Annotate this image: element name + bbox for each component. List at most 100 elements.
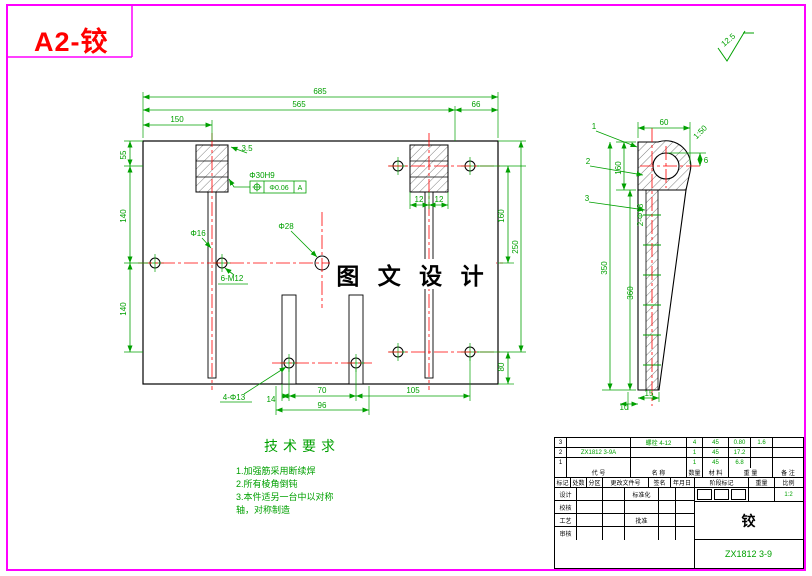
title-block-cell [676, 501, 693, 513]
dimension-label: 66 [472, 100, 481, 109]
dimension-lines-side [607, 125, 703, 407]
dimension-label: 55 [119, 150, 128, 159]
dimension-label: 70 [318, 386, 327, 395]
weight-value [749, 488, 775, 501]
technical-requirement-item: 3.本件适另一台中以对称 [236, 492, 334, 502]
title-block-cell [751, 448, 773, 457]
title-block-cell: 6.8 [729, 458, 751, 468]
dimension-label: 160 [497, 209, 506, 223]
dimension-label: Φ16 [190, 229, 206, 238]
scale-label: 比例 [782, 481, 795, 487]
title-block-cell [773, 438, 803, 447]
dimension-label: 60 [660, 118, 669, 127]
title-block-cell [659, 514, 676, 526]
title-block-cell: 签名 [649, 478, 671, 487]
title-block-cell [625, 527, 659, 540]
dimension-label: 2-Φ18 [636, 203, 645, 226]
title-block-cell [676, 527, 693, 540]
stage-mark-boxes [695, 488, 749, 501]
tolerance-value: Φ0.06 [269, 185, 288, 192]
title-block-cell: 审核 [555, 527, 577, 540]
head-section [637, 140, 692, 191]
dimension-label: 350 [600, 261, 609, 275]
title-block-cell: 重 量 [729, 468, 773, 477]
title-block-cell [577, 527, 603, 540]
title-block-cell: 2 [555, 448, 567, 457]
balloon-leaders [588, 130, 646, 212]
title-block-cell [631, 448, 687, 457]
extension-lines-front [124, 92, 526, 415]
title-block-cell: 备 注 [781, 471, 795, 477]
title-block-cell: 年月日 [672, 481, 691, 487]
title-block-cell: 设计 [555, 488, 577, 500]
title-block-cell [567, 438, 631, 447]
title-block-cell: 螺栓 4-12 [631, 438, 687, 447]
title-block-cell: 17.2 [729, 448, 751, 457]
title-block-cell: 处数 [571, 478, 587, 487]
page-title: A2-铰 [34, 27, 109, 57]
title-block-cell [555, 468, 567, 477]
revision-row: 标记处数分区更改文件号签名年月日 [555, 478, 694, 488]
dimension-label: 105 [406, 386, 420, 395]
dimension-label: 2 [586, 157, 591, 166]
title-block-cell [603, 488, 625, 500]
title-block-cell [625, 501, 659, 513]
dimension-label: 3.5 [241, 144, 253, 153]
title-block-cell [676, 514, 693, 526]
title-block-cell: 1 [555, 458, 567, 468]
stage-mark-label: 阶段标记 [695, 478, 749, 487]
title-block-cell [751, 458, 773, 468]
dimension-lines-front [127, 94, 524, 413]
dimension-label: 12 [415, 195, 424, 204]
technical-requirement-item: 2.所有棱角倒钝 [236, 479, 298, 489]
drawing-number: ZX1812 3-9 [724, 549, 773, 559]
title-block-cell: 4 [687, 438, 703, 447]
dimension-label: 3 [585, 194, 590, 203]
title-block-cell: 校核 [555, 501, 577, 513]
dimension-label: 4-Φ13 [223, 393, 246, 402]
weight-label: 重量 [749, 478, 775, 487]
title-block-cell: 更改文件号 [603, 478, 649, 487]
dimension-label: 96 [318, 401, 327, 410]
dimension-label: 80 [497, 362, 506, 371]
title-block-cell [676, 488, 693, 500]
dimension-label: 6-M12 [221, 274, 244, 283]
dimension-label: 10 [620, 403, 629, 412]
signature-row: 工艺批准 [555, 514, 694, 527]
tolerance-datum: A [298, 185, 303, 192]
title-block-filler [555, 540, 694, 568]
watermark: 图 文 设 计 [330, 259, 496, 289]
dimension-label: 6 [704, 156, 709, 165]
title-block-cell: 名 称 [631, 468, 687, 477]
dimension-label: 250 [511, 240, 520, 254]
dimension-label: 150 [170, 115, 184, 124]
title-block-cell: 工艺 [555, 514, 577, 526]
title-block-cell: 代 号 [567, 468, 631, 477]
dimension-label: 15 [645, 389, 654, 398]
dimension-label: 685 [313, 87, 327, 96]
plate-outline [142, 140, 499, 385]
title-block-cell [631, 458, 687, 468]
title-block-cell [603, 514, 625, 526]
dimension-label: 565 [292, 100, 306, 109]
title-block-cell [603, 501, 625, 513]
dimension-label: 360 [626, 286, 635, 300]
technical-requirements: 技术要求 1.加强筋采用断续焊 2.所有棱角倒钝 3.本件适另一台中以对称 轴，… [236, 436, 340, 517]
title-block-cell [659, 501, 676, 513]
dimension-label: 12 [435, 195, 444, 204]
title-block-cell: 分区 [587, 478, 603, 487]
position-tolerance-icon [252, 182, 262, 192]
front-view: Φ0.06 A 685565661503.5Φ30H9Φ28Φ166-M1255… [119, 87, 526, 415]
title-block-cell: 1.6 [751, 438, 773, 447]
title-block-cell: 材 料 [703, 468, 729, 477]
title-block-cell [577, 501, 603, 513]
title-block-cell: 标记 [555, 478, 571, 487]
title-block-cell: 45 [703, 448, 729, 457]
